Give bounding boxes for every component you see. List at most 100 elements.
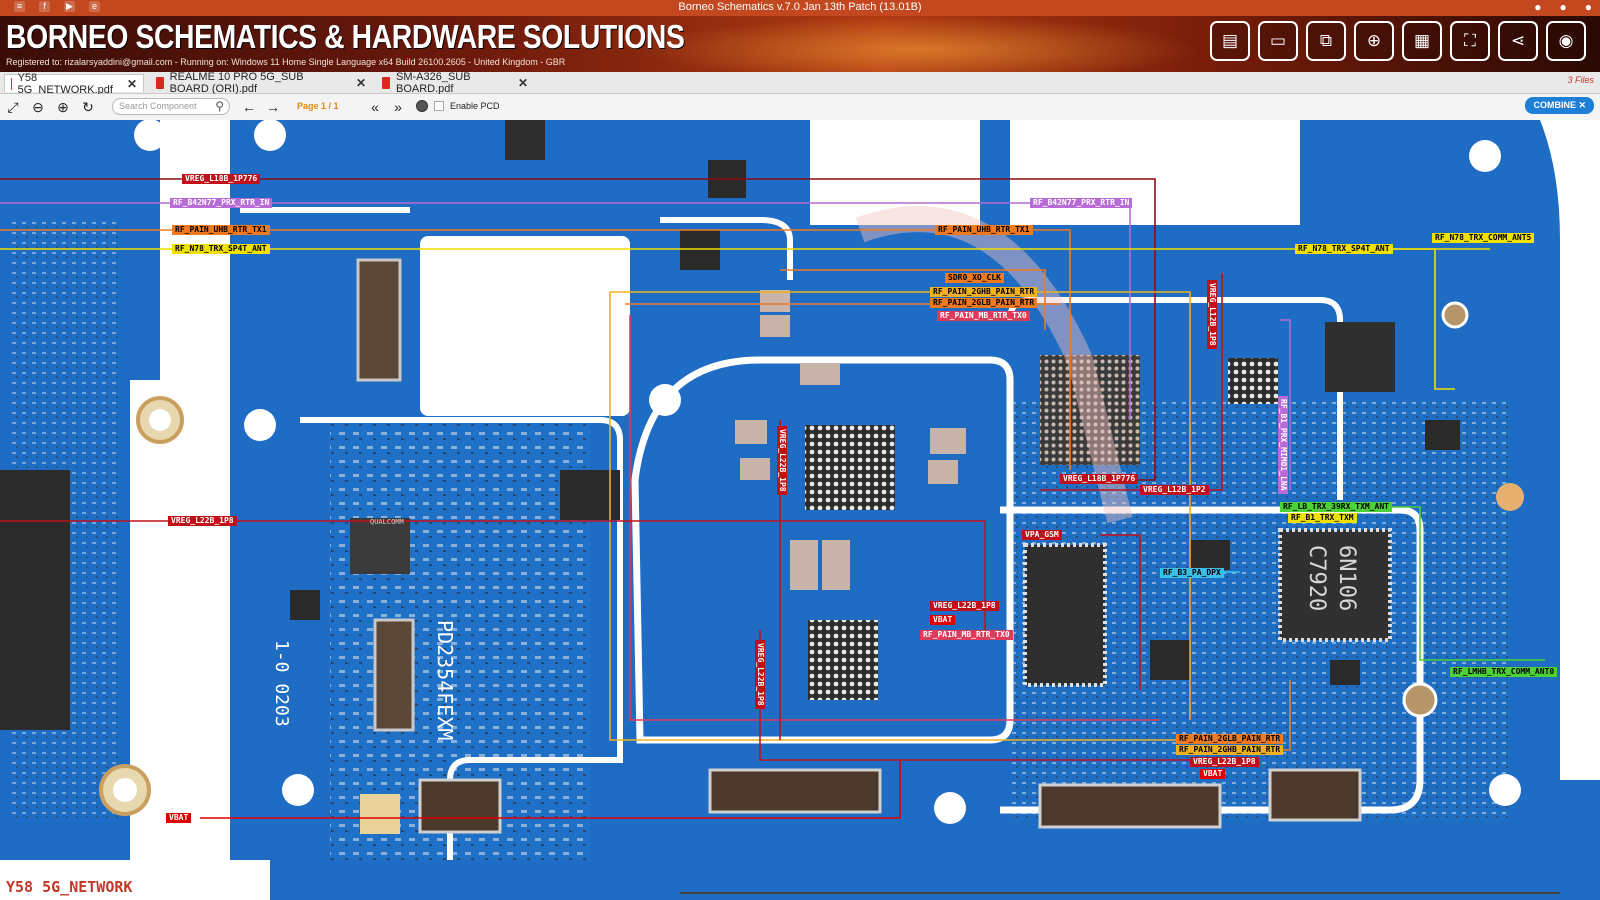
bga-modem [808,620,878,700]
net-label[interactable]: RF_PAIN_2GHB_PAIN_RTR [930,287,1038,297]
ic-left [0,470,70,730]
net-label[interactable]: RF_B42N77_PRX_RTR_IN [1030,198,1133,208]
search-placeholder: Search Component [119,101,197,111]
ic-qualcomm [350,518,410,574]
maximize-icon[interactable]: ● [1559,0,1567,14]
silk-outline-4 [240,207,793,280]
connector-2 [373,618,415,732]
devices-icon[interactable]: ⧉ [1306,21,1346,61]
pad-3 [649,384,681,416]
net-label[interactable]: RF_PAIN_MB_RTR_TX0 [920,630,1013,640]
net-label[interactable]: VPA_GSM [1022,530,1062,540]
net-label[interactable]: RF_N78_TRX_SP4T_ANT [172,244,270,254]
menu-icon[interactable]: ≡ [14,1,25,12]
net-label[interactable]: RF_PAIN_2GLB_PAIN_RTR [1176,734,1284,744]
net-label[interactable]: RF_N78_TRX_COMM_ANT5 [1432,233,1535,243]
antenna-pad-2 [1441,301,1469,329]
tab-sm-a326[interactable]: SM-A326_SUB BOARD.pdf ✕ [376,71,534,95]
connector-4 [1038,783,1222,829]
facebook-icon[interactable]: f [39,1,50,12]
net-label[interactable]: RF_N78_TRX_SP4T_ANT [1295,244,1393,254]
zoom-out-icon[interactable]: ⊖ [32,98,44,115]
net-label[interactable]: VREG_L22B_1P8 [755,640,765,709]
web-icon[interactable]: e [89,1,100,12]
close-tab-icon[interactable]: ✕ [355,76,366,90]
mount-hole-1-center [149,409,171,431]
enable-pcd-label: Enable PCD [450,101,500,111]
files-count: 3 Files [1567,75,1594,85]
book-icon[interactable]: ▤ [1210,21,1250,61]
search-input[interactable]: Search Component ⚲ [112,98,230,115]
net-label[interactable]: VREG_L18B_1P776 [1060,474,1139,484]
connector-6 [418,778,502,834]
brand-title: BORNEO SCHEMATICS & HARDWARE SOLUTIONS [6,18,685,55]
net-label[interactable]: RF_B42N77_PRX_RTR_IN [170,198,273,208]
horizontal-scrollbar[interactable] [680,892,1560,894]
close-tab-icon[interactable]: ✕ [517,76,528,90]
pdf-icon [382,77,390,89]
combine-button[interactable]: COMBINE ✕ [1525,97,1594,114]
document-name: Y58 5G_NETWORK [4,878,135,896]
calendar-icon[interactable]: ▦ [1402,21,1442,61]
forward-icon[interactable]: → [266,99,280,115]
gold-pad [360,794,400,834]
last-page-icon[interactable]: » [394,99,402,115]
tab-label: SM-A326_SUB BOARD.pdf [395,71,471,95]
pcd-checkbox[interactable] [434,101,444,111]
search-icon[interactable]: ⚲ [215,99,224,113]
net-label[interactable]: SDR0_XO_CLK [945,273,1004,283]
pcd-radio-icon[interactable] [416,100,428,112]
account-icon[interactable]: ◉ [1546,21,1586,61]
rotate-icon[interactable]: ↻ [82,98,94,115]
net-label[interactable]: RF_B3_PA_DPX [1160,568,1224,578]
net-label[interactable]: VREG_L22B_1P8 [930,601,999,611]
schematic-canvas[interactable]: QUALCOMM PD2354FEXM 1-0 0203 C7920 6N106… [0,120,1600,900]
net-label[interactable]: VREG_L12B_1P8 [1207,280,1217,349]
net-label[interactable]: RF_PAIN_2GHB_PAIN_RTR [1176,745,1284,755]
cutout-1 [420,236,630,416]
app-banner: BORNEO SCHEMATICS & HARDWARE SOLUTIONS R… [0,16,1600,72]
viewer-toolbar: ⤢ ⊖ ⊕ ↻ Search Component ⚲ ← → Page 1 / … [0,94,1600,121]
youtube-icon[interactable]: ▶ [64,1,75,12]
close-tab-icon[interactable]: ✕ [126,76,137,91]
tab-realme[interactable]: REALME 10 PRO 5G_SUB BOARD (ORI).pdf ✕ [150,71,372,95]
net-label[interactable]: RF_B1_PRX_MIMO1_LNA [1278,396,1288,494]
ic-top [505,120,545,160]
share-icon[interactable]: ⋖ [1498,21,1538,61]
net-label[interactable]: VBAT [1200,769,1226,779]
first-page-icon[interactable]: « [371,99,379,115]
ic-label-1: C7920 [1304,545,1329,611]
net-label[interactable]: VBAT [930,615,956,625]
net-label[interactable]: RF_PAIN_UHB_RTR_TX1 [935,225,1033,235]
cutout-left [130,120,230,860]
pdf-icon [156,77,164,89]
tab-label: REALME 10 PRO 5G_SUB BOARD (ORI).pdf [169,71,304,95]
net-label[interactable]: RF_B1_TRX_TXM [1288,513,1357,523]
net-label[interactable]: RF_LMHB_TRX_COMM_ANT0 [1450,667,1558,677]
fit-screen-icon[interactable]: ⤢ [7,98,19,115]
net-label[interactable]: VBAT [166,813,192,823]
net-label[interactable]: VREG_L22B_1P8 [168,516,237,526]
ic-pa [1023,543,1107,687]
screenshot-icon[interactable]: ⛶ [1450,21,1490,61]
enable-pcd-toggle[interactable]: Enable PCD [416,100,500,112]
minimize-icon[interactable]: ● [1534,0,1542,14]
net-label[interactable]: RF_PAIN_MB_RTR_TX0 [937,311,1030,321]
tab-y58[interactable]: Y58 5G_NETWORK.pdf ✕ [4,72,144,96]
connector-1 [356,258,402,382]
monitor-icon[interactable]: ▭ [1258,21,1298,61]
back-icon[interactable]: ← [242,99,256,115]
search-zoom-icon[interactable]: ⊕ [1354,21,1394,61]
net-label[interactable]: RF_LB_TRX_39RX_TXM_ANT [1280,502,1392,512]
net-label[interactable]: VREG_L12B_1P2 [1140,485,1209,495]
registration-info: Registered to: rizalarsyaddini@gmail.com… [6,57,566,67]
net-label[interactable]: RF_PAIN_UHB_RTR_TX1 [172,225,270,235]
close-icon[interactable]: ● [1584,0,1592,14]
net-label[interactable]: RF_PAIN_2GLB_PAIN_RTR [930,298,1038,308]
zoom-in-icon[interactable]: ⊕ [57,98,69,115]
net-label[interactable]: VREG_L22B_1P8 [1190,757,1259,767]
net-label[interactable]: VREG_L22B_1P8 [777,426,787,495]
model-label: PD2354FEXM [433,620,457,740]
net-label[interactable]: VREG_L18B_1P776 [182,174,261,184]
pdf-icon [11,77,12,90]
